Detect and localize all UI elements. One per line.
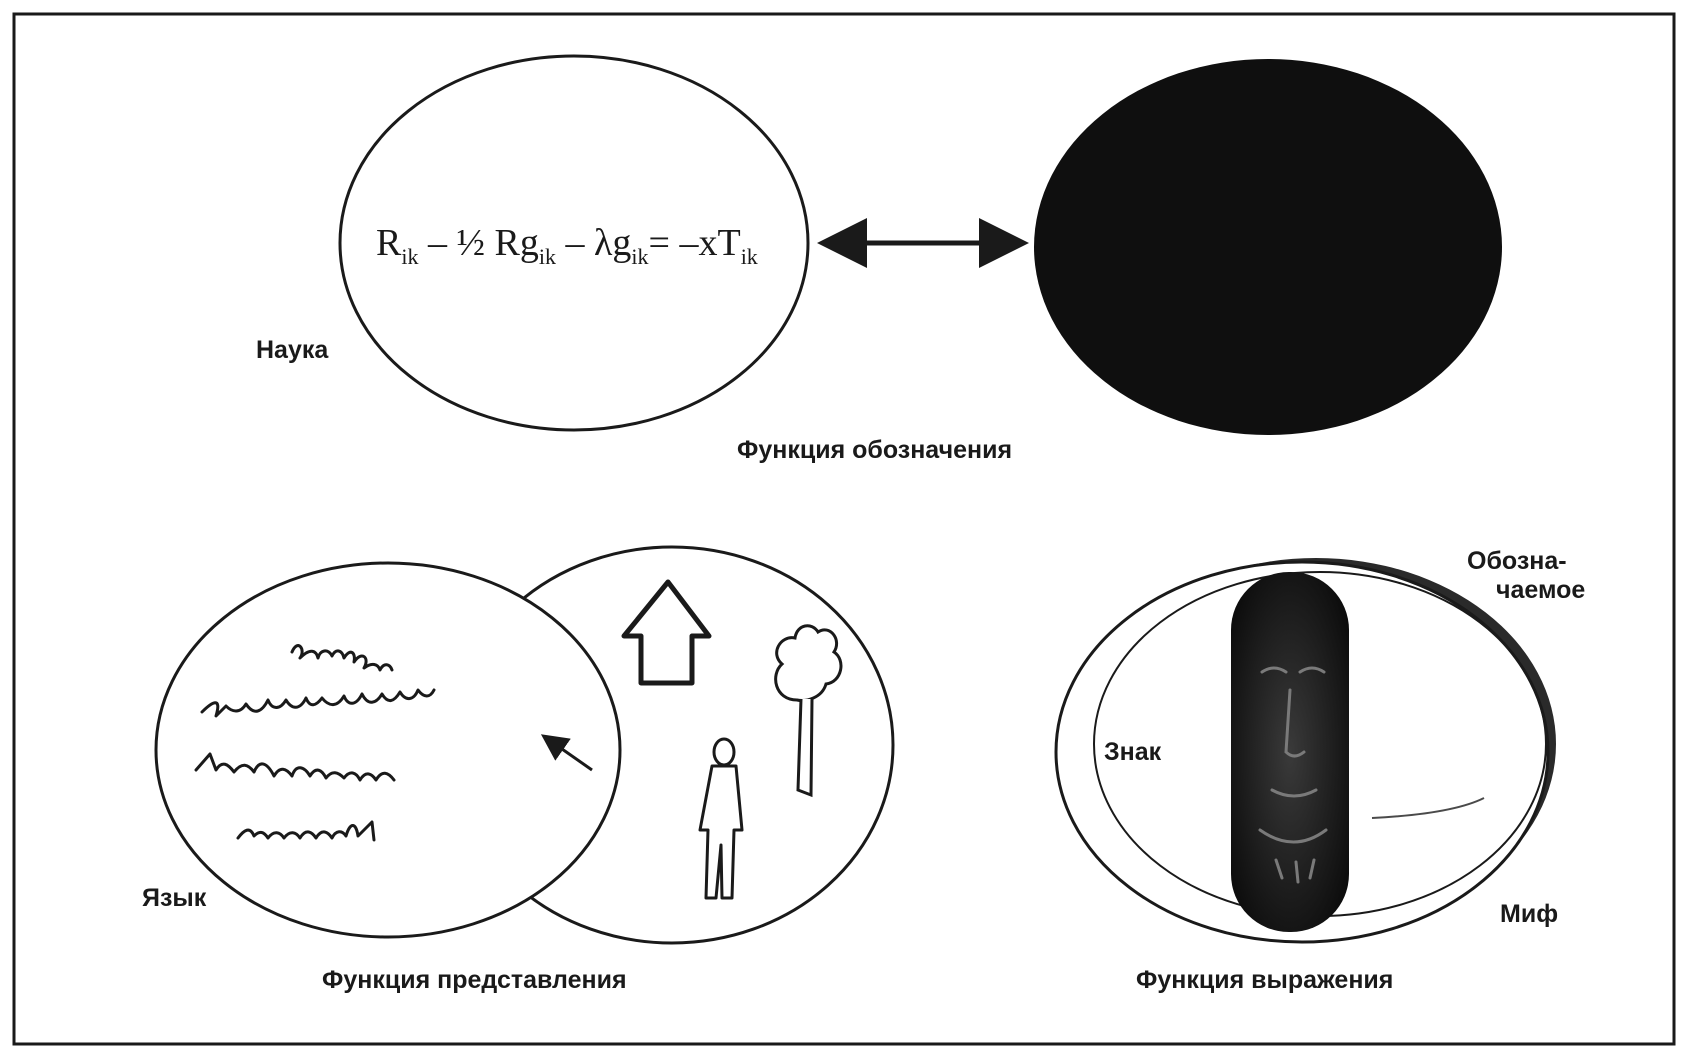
designation-caption: Функция обозначения [737,436,1012,464]
handwriting-scribbles [194,644,436,842]
signified-label-line2: чаемое [1496,576,1585,604]
tree-icon [774,624,843,798]
black-circle [1034,59,1502,435]
reference-arrow [540,734,593,772]
language-label: Язык [142,884,207,912]
representation-caption: Функция представления [322,966,627,994]
einstein-formula: Rik – ½ Rgik – λgik= –xTik [376,222,758,269]
figure-frame [12,12,1676,1046]
sign-label: Знак [1104,738,1162,766]
person-icon [698,737,744,900]
science-label: Наука [256,336,329,364]
expression-group: Знак Обозна- чаемое Миф [1054,547,1585,944]
house-icon [621,579,712,686]
expression-caption: Функция выражения [1136,966,1393,994]
representation-group: Язык [142,545,895,945]
mask-face [1258,666,1328,884]
myth-label: Миф [1500,900,1558,928]
science-group: Rik – ½ Rgik – λgik= –xTik Наука [256,54,810,432]
language-circle [154,561,622,939]
signified-label-line1: Обозна- [1467,547,1567,575]
signified-pointer [1371,797,1485,819]
science-circle [338,54,810,432]
mask-image [1231,572,1349,932]
